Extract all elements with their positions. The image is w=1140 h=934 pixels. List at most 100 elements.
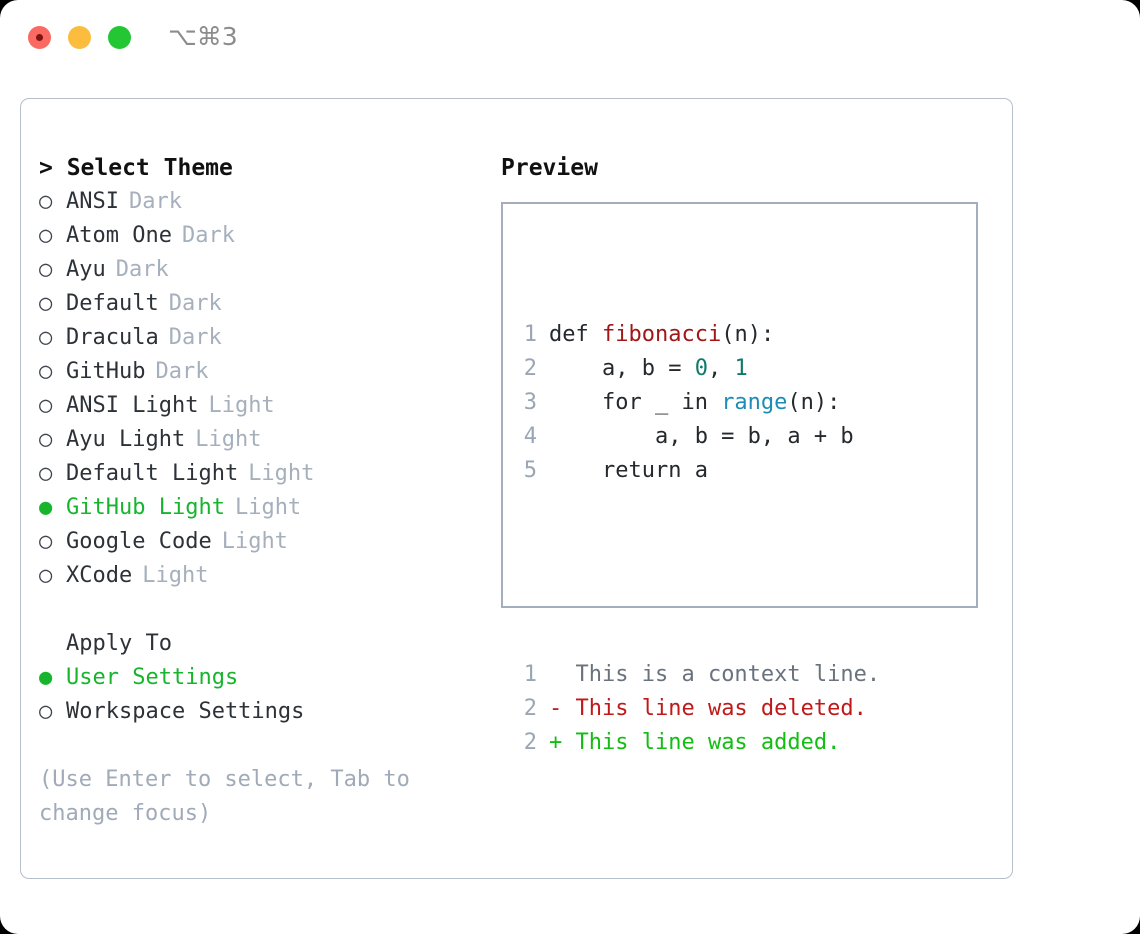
apply-to-option-label: User Settings — [66, 665, 239, 690]
code-token-plain: return a — [549, 458, 708, 483]
apply-to-header: Apply To — [66, 631, 172, 656]
theme-option-category: Light — [142, 563, 209, 588]
diff-line-add: 2 + This line was added. — [511, 726, 880, 760]
theme-option-label: Google Code — [66, 529, 212, 554]
code-line-text: a, b = b, a + b — [549, 420, 854, 454]
radio-unselected-icon: ○ — [39, 427, 53, 452]
theme-option-category: Dark — [115, 257, 169, 282]
theme-option-category: Light — [234, 495, 302, 520]
theme-option-dracula[interactable]: ○ Dracula Dark — [39, 321, 469, 355]
code-line: 2 a, b = 0, 1 — [511, 352, 880, 386]
radio-unselected-icon: ○ — [39, 393, 53, 418]
code-token-plain: (n): — [721, 322, 775, 347]
theme-option-xcode[interactable]: ○ XCode Light — [39, 559, 469, 593]
theme-option-category: Light — [248, 461, 315, 486]
code-line: 3 for _ in range(n): — [511, 386, 880, 420]
minimize-window-icon[interactable] — [68, 26, 91, 49]
diff-line-number: 2 — [523, 730, 537, 755]
code-line-text: a, b = 0, 1 — [549, 352, 748, 386]
apply-to-option-workspace-settings[interactable]: ○Workspace Settings — [39, 695, 469, 729]
radio-selected-icon: ● — [39, 495, 53, 520]
diff-line-text: This line was added. — [562, 730, 841, 755]
diff-line-text: This is a context line. — [562, 662, 881, 687]
radio-unselected-icon: ○ — [39, 529, 53, 554]
theme-option-category: Dark — [128, 189, 182, 214]
code-line-number: 2 — [523, 356, 537, 381]
code-line: 4 a, b = b, a + b — [511, 420, 880, 454]
title-bar: ⌥⌘3 — [0, 0, 1140, 78]
theme-option-label: GitHub — [66, 359, 146, 384]
radio-unselected-icon: ○ — [39, 189, 53, 214]
radio-unselected-icon: ○ — [39, 291, 53, 316]
diff-line-del: 2- This line was deleted. — [511, 692, 880, 726]
theme-option-label: Default Light — [66, 461, 239, 486]
radio-unselected-icon: ○ — [39, 563, 53, 588]
select-theme-header: > Select Theme — [39, 155, 233, 181]
diff-line-number: 2 — [523, 696, 537, 721]
radio-unselected-icon: ○ — [39, 461, 53, 486]
theme-option-label: XCode — [66, 563, 133, 588]
diff-marker: + — [549, 730, 563, 755]
radio-unselected-icon: ○ — [39, 325, 53, 350]
code-line-text: def fibonacci(n): — [549, 318, 774, 352]
diff-line-text: This line was deleted. — [562, 696, 867, 721]
code-line-text: for _ in range(n): — [549, 386, 840, 420]
code-gap — [511, 556, 880, 590]
theme-option-default-light[interactable]: ○ Default Light Light — [39, 457, 469, 491]
code-line-text: return a — [549, 454, 708, 488]
theme-option-label: Default — [66, 291, 159, 316]
apply-to-option-user-settings[interactable]: ● User Settings — [39, 661, 469, 695]
theme-option-label: ANSI — [66, 189, 119, 214]
theme-option-default[interactable]: ○ Default Dark — [39, 287, 469, 321]
code-line: 5 return a — [511, 454, 880, 488]
radio-unselected-icon: ○ — [39, 359, 53, 384]
keyboard-hint: (Use Enter to select, Tab to change focu… — [39, 767, 410, 826]
diff-block: 1 This is a context line.2- This line wa… — [511, 658, 880, 760]
radio-selected-icon: ● — [39, 665, 53, 690]
theme-option-category: Dark — [168, 325, 222, 350]
close-window-icon[interactable] — [28, 26, 51, 49]
code-token-plain: for _ in — [549, 390, 722, 415]
theme-option-github-light[interactable]: ● GitHub Light Light — [39, 491, 469, 525]
theme-option-github[interactable]: ○ GitHub Dark — [39, 355, 469, 389]
theme-option-label: Dracula — [66, 325, 159, 350]
code-line-number: 5 — [523, 458, 537, 483]
code-token-func: fibonacci — [601, 322, 722, 347]
theme-option-google-code[interactable]: ○ Google Code Light — [39, 525, 469, 559]
code-token-plain: , — [707, 356, 735, 381]
apply-to-list: ● User Settings ○Workspace Settings — [39, 661, 469, 729]
theme-option-category: Dark — [155, 359, 209, 384]
code-token-plain: (n): — [787, 390, 841, 415]
code-line-number: 3 — [523, 390, 537, 415]
apply-to-option-label: Workspace Settings — [66, 699, 305, 724]
theme-option-label: GitHub Light — [66, 495, 225, 520]
theme-option-category: Dark — [168, 291, 222, 316]
code-token-plain: a, b = b, a + b — [549, 424, 854, 449]
preview-title: Preview — [501, 155, 598, 181]
code-token-plain: def — [549, 322, 602, 347]
theme-option-label: Atom One — [66, 223, 172, 248]
theme-option-ansi[interactable]: ○ ANSI Dark — [39, 185, 469, 219]
code-line-number: 1 — [523, 322, 537, 347]
theme-option-category: Light — [221, 529, 288, 554]
radio-unselected-icon: ○ — [39, 257, 53, 282]
theme-option-category: Light — [195, 427, 262, 452]
code-token-num: 0 — [694, 356, 708, 381]
maximize-window-icon[interactable] — [108, 26, 131, 49]
section-gap — [39, 593, 469, 627]
code-line-number: 4 — [523, 424, 537, 449]
diff-line-ctx: 1 This is a context line. — [511, 658, 880, 692]
